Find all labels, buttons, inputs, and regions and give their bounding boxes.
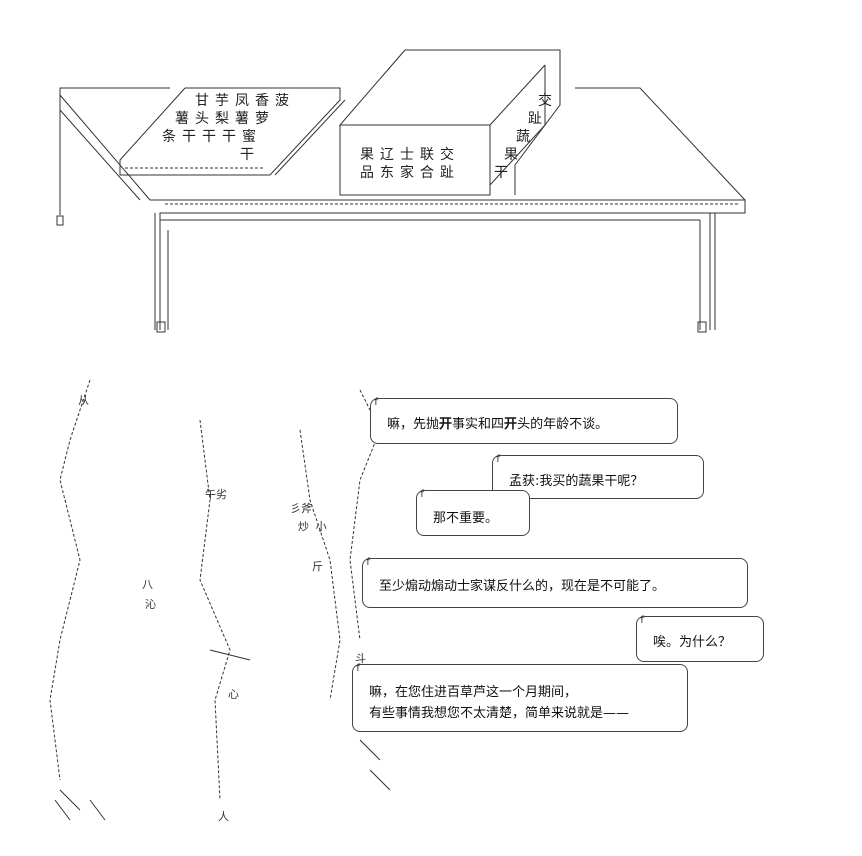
figure-lower-outline <box>54 649 391 821</box>
right-leg-foot <box>697 321 707 333</box>
bubble-4-text: 至少煽动煽动士家谋反什么的，现在是不可能了。 <box>379 579 666 594</box>
right-sign-line3: 蔬 <box>516 129 536 145</box>
ascii-fragment-d: 斤 <box>312 560 323 573</box>
speech-bubble-4: f 至少煽动煽动士家谋反什么的，现在是不可能了。 <box>362 557 748 608</box>
right-sign-line2: 趾 <box>528 111 548 127</box>
left-sign-line3: 条干干干蜜 <box>162 129 262 145</box>
bubble-6-text-line1: 嘛，在您住进百草芦这一个月期间， <box>369 685 578 700</box>
bubble-1-text-b: 事实和四 <box>452 417 505 432</box>
right-sign-side <box>489 65 546 186</box>
left-sign-box <box>119 87 346 176</box>
speaker-mark-5: f <box>639 615 646 626</box>
middle-sign-line2: 品东家合趾 <box>360 165 460 181</box>
ascii-fragment-f: 八 <box>142 578 153 591</box>
left-sign-line1: 甘芋凤香菠 <box>195 93 295 109</box>
ascii-fragment-c: 炒 小 <box>298 520 327 533</box>
ascii-fragment-g: 心 <box>228 688 239 701</box>
speech-bubble-6: f 嘛，在您住进百草芦这一个月期间， 有些事情我想您不太清楚，简单来说就是—— <box>352 663 688 732</box>
tabletop-right-slope <box>575 87 746 201</box>
speech-bubble-3: f 那不重要。 <box>416 489 530 536</box>
speaker-mark-4: f <box>365 557 372 568</box>
speech-bubble-5: f 唉。为什么？ <box>636 615 764 662</box>
bubble-1-bold-b: 开 <box>504 417 518 432</box>
bubble-6-text-line2: 有些事情我想您不太清楚，简单来说就是—— <box>369 706 630 721</box>
left-sign-line4: 干 <box>240 147 260 163</box>
speech-bubble-1: f 嘛，先抛开事实和四开头的年龄不谈。 <box>370 397 678 444</box>
ascii-fragment-h: 斗 <box>355 652 366 665</box>
right-sign-line5: 干 <box>494 165 514 181</box>
right-sign-box <box>338 49 561 196</box>
left-post-foot <box>56 215 64 226</box>
table-left-legs <box>154 213 169 330</box>
figure-body-outline <box>49 379 381 801</box>
tabletop-edge <box>59 87 746 330</box>
speaker-mark-2: f <box>495 454 502 465</box>
bubble-2-text: 孟获:我买的蔬果干呢？ <box>509 474 644 489</box>
ascii-fragment-j: 人 <box>218 810 229 823</box>
bubble-3-text: 那不重要。 <box>433 511 499 526</box>
bubble-1-text-c: 头的年龄不谈。 <box>517 417 609 432</box>
bubble-1-text-a: 嘛，先抛 <box>387 417 440 432</box>
ascii-fragment-e: 沁 <box>145 598 156 611</box>
left-sign-line2: 薯头梨薯萝 <box>175 111 275 127</box>
ascii-fragment-i: 从 <box>78 394 89 407</box>
speaker-mark-3: f <box>419 489 426 500</box>
ascii-fragment-a: 午劣 <box>205 488 227 501</box>
bubble-1-bold-a: 开 <box>439 417 453 432</box>
speaker-mark-6: f <box>355 663 362 674</box>
speech-bubble-2: f 孟获:我买的蔬果干呢？ <box>492 454 704 499</box>
ascii-fragment-b: 彡斧 <box>290 502 312 515</box>
bubble-5-text: 唉。为什么？ <box>653 635 732 650</box>
left-leg-foot <box>156 321 166 333</box>
right-sign-line4: 果 <box>504 147 524 163</box>
right-sign-line1: 交 <box>538 93 558 109</box>
middle-sign-line1: 果辽士联交 <box>360 147 460 163</box>
speaker-mark-1: f <box>373 397 380 408</box>
